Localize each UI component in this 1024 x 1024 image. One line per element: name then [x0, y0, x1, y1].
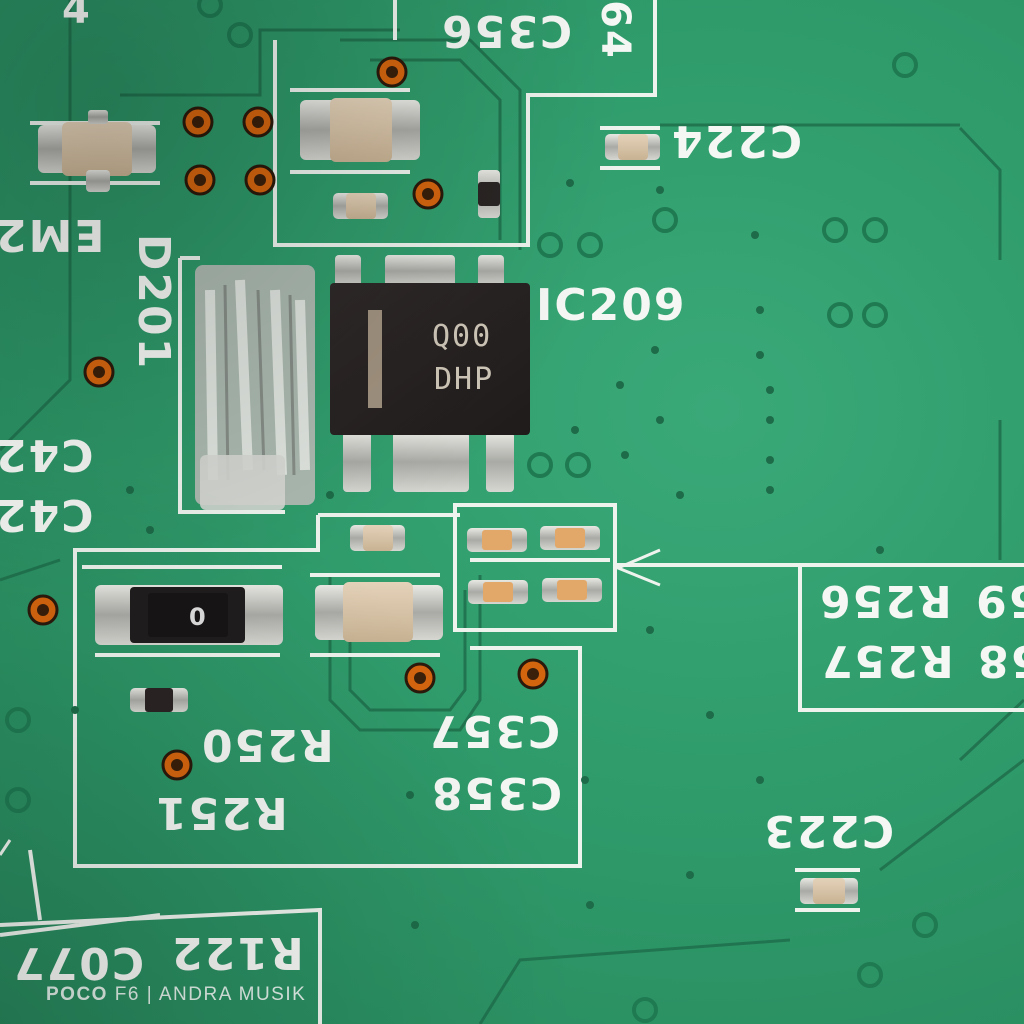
- resistor-value: 0: [189, 603, 206, 631]
- label-c077: C077: [12, 937, 145, 988]
- watermark-author: ANDRA MUSIK: [158, 984, 307, 1005]
- label-r122: R122: [170, 927, 304, 978]
- camera-watermark: POCO F6 | ANDRA MUSIK: [46, 984, 306, 1006]
- label-r251: R251: [154, 787, 288, 838]
- label-c356: C356: [440, 5, 573, 56]
- label-c42-bottom: C42: [0, 489, 94, 540]
- label-59: 59: [974, 575, 1024, 626]
- chip-marking-line1: Q00: [432, 319, 493, 354]
- label-d201: D201: [128, 233, 180, 371]
- label-c223: C223: [762, 805, 895, 856]
- label-r257: R257: [820, 635, 954, 686]
- label-c357: C357: [428, 705, 561, 756]
- label-em2: EM2: [0, 209, 105, 260]
- label-ic209: IC209: [536, 280, 687, 331]
- watermark-model: F6: [114, 984, 140, 1005]
- label-c42-top: C42: [0, 429, 94, 480]
- label-r256: R256: [818, 575, 952, 626]
- chip-marking-line2: DHP: [434, 362, 495, 397]
- label-c358: C358: [430, 767, 563, 818]
- watermark-brand: POCO: [46, 984, 108, 1005]
- label-fragment-top: 4: [62, 0, 92, 33]
- label-fragment-top-right: 64: [591, 0, 638, 60]
- watermark-separator: |: [146, 984, 154, 1005]
- label-r250: R250: [200, 719, 334, 770]
- label-58: 58: [976, 635, 1024, 686]
- label-c224: C224: [670, 115, 803, 166]
